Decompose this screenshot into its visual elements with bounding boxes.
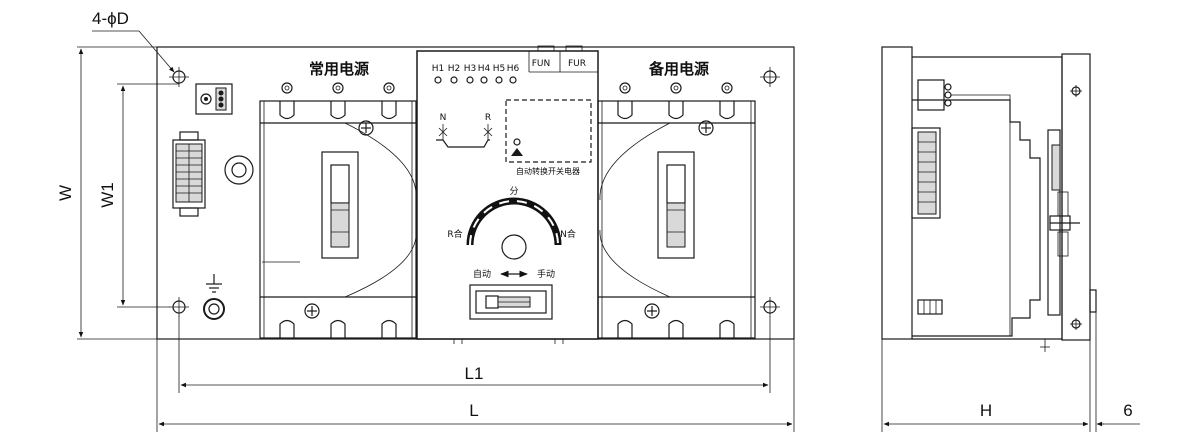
mode-auto-label: 自动 (473, 268, 491, 280)
indicator-h6: H6 (507, 64, 520, 74)
backup-power-label: 备用电源 (648, 60, 709, 78)
mode-manual-label: 手动 (537, 268, 555, 280)
mode-slide-switch (469, 284, 553, 320)
side-view: H 6 (881, 46, 1140, 432)
switch-r-label: R (485, 113, 491, 123)
indicator-h1: H1 (432, 64, 445, 74)
controller-panel: H1 H2 H3 H4 H5 H6 FUN FUR N R (416, 45, 599, 344)
manual-dial: 分 R合 N合 (447, 186, 576, 260)
terminal-strip (172, 131, 206, 217)
width-mounting-dimension: W1 (98, 182, 117, 208)
fun-label: FUN (532, 59, 551, 69)
height-dimension: H (980, 401, 992, 420)
dial-center-label: 分 (509, 186, 518, 197)
hole-callout: 4-ϕD (92, 9, 129, 28)
indicator-h3: H3 (464, 64, 477, 74)
terminal-connector (195, 83, 233, 115)
offset-dimension: 6 (1123, 401, 1132, 420)
dial-left-label: R合 (447, 228, 462, 240)
indicator-lamps (434, 76, 517, 84)
side-base-plate (881, 46, 913, 340)
length-dimension: L (469, 401, 478, 420)
display-window (505, 99, 592, 163)
switch-n-label: N (440, 113, 447, 123)
device-name-label: 自动转换开关电器 (516, 166, 580, 176)
front-view: 常用电源 备用电源 H1 H2 H3 H4 H5 H6 (56, 9, 795, 432)
grommet (224, 155, 254, 185)
indicator-h5: H5 (493, 64, 506, 74)
width-dimension: W (56, 185, 75, 201)
side-terminal-strip (911, 127, 941, 219)
mounting-hole-tr (760, 67, 780, 87)
side-connector (917, 79, 1011, 111)
indicator-h4: H4 (478, 64, 491, 74)
breaker-backup (597, 82, 756, 339)
breaker-normal (259, 82, 417, 339)
mounting-hole-br (760, 297, 780, 317)
indicator-h2: H2 (448, 64, 461, 74)
length-mounting-dimension: L1 (465, 364, 484, 383)
nr-selector-switch: N R (436, 113, 493, 148)
ground-icon (206, 274, 222, 293)
normal-power-label: 常用电源 (309, 60, 369, 78)
side-ground-bolt (917, 299, 943, 315)
mounting-hole-bl (169, 297, 189, 317)
fur-label: FUR (568, 59, 586, 69)
ground-terminal (203, 298, 225, 320)
dial-right-label: N合 (560, 228, 576, 240)
